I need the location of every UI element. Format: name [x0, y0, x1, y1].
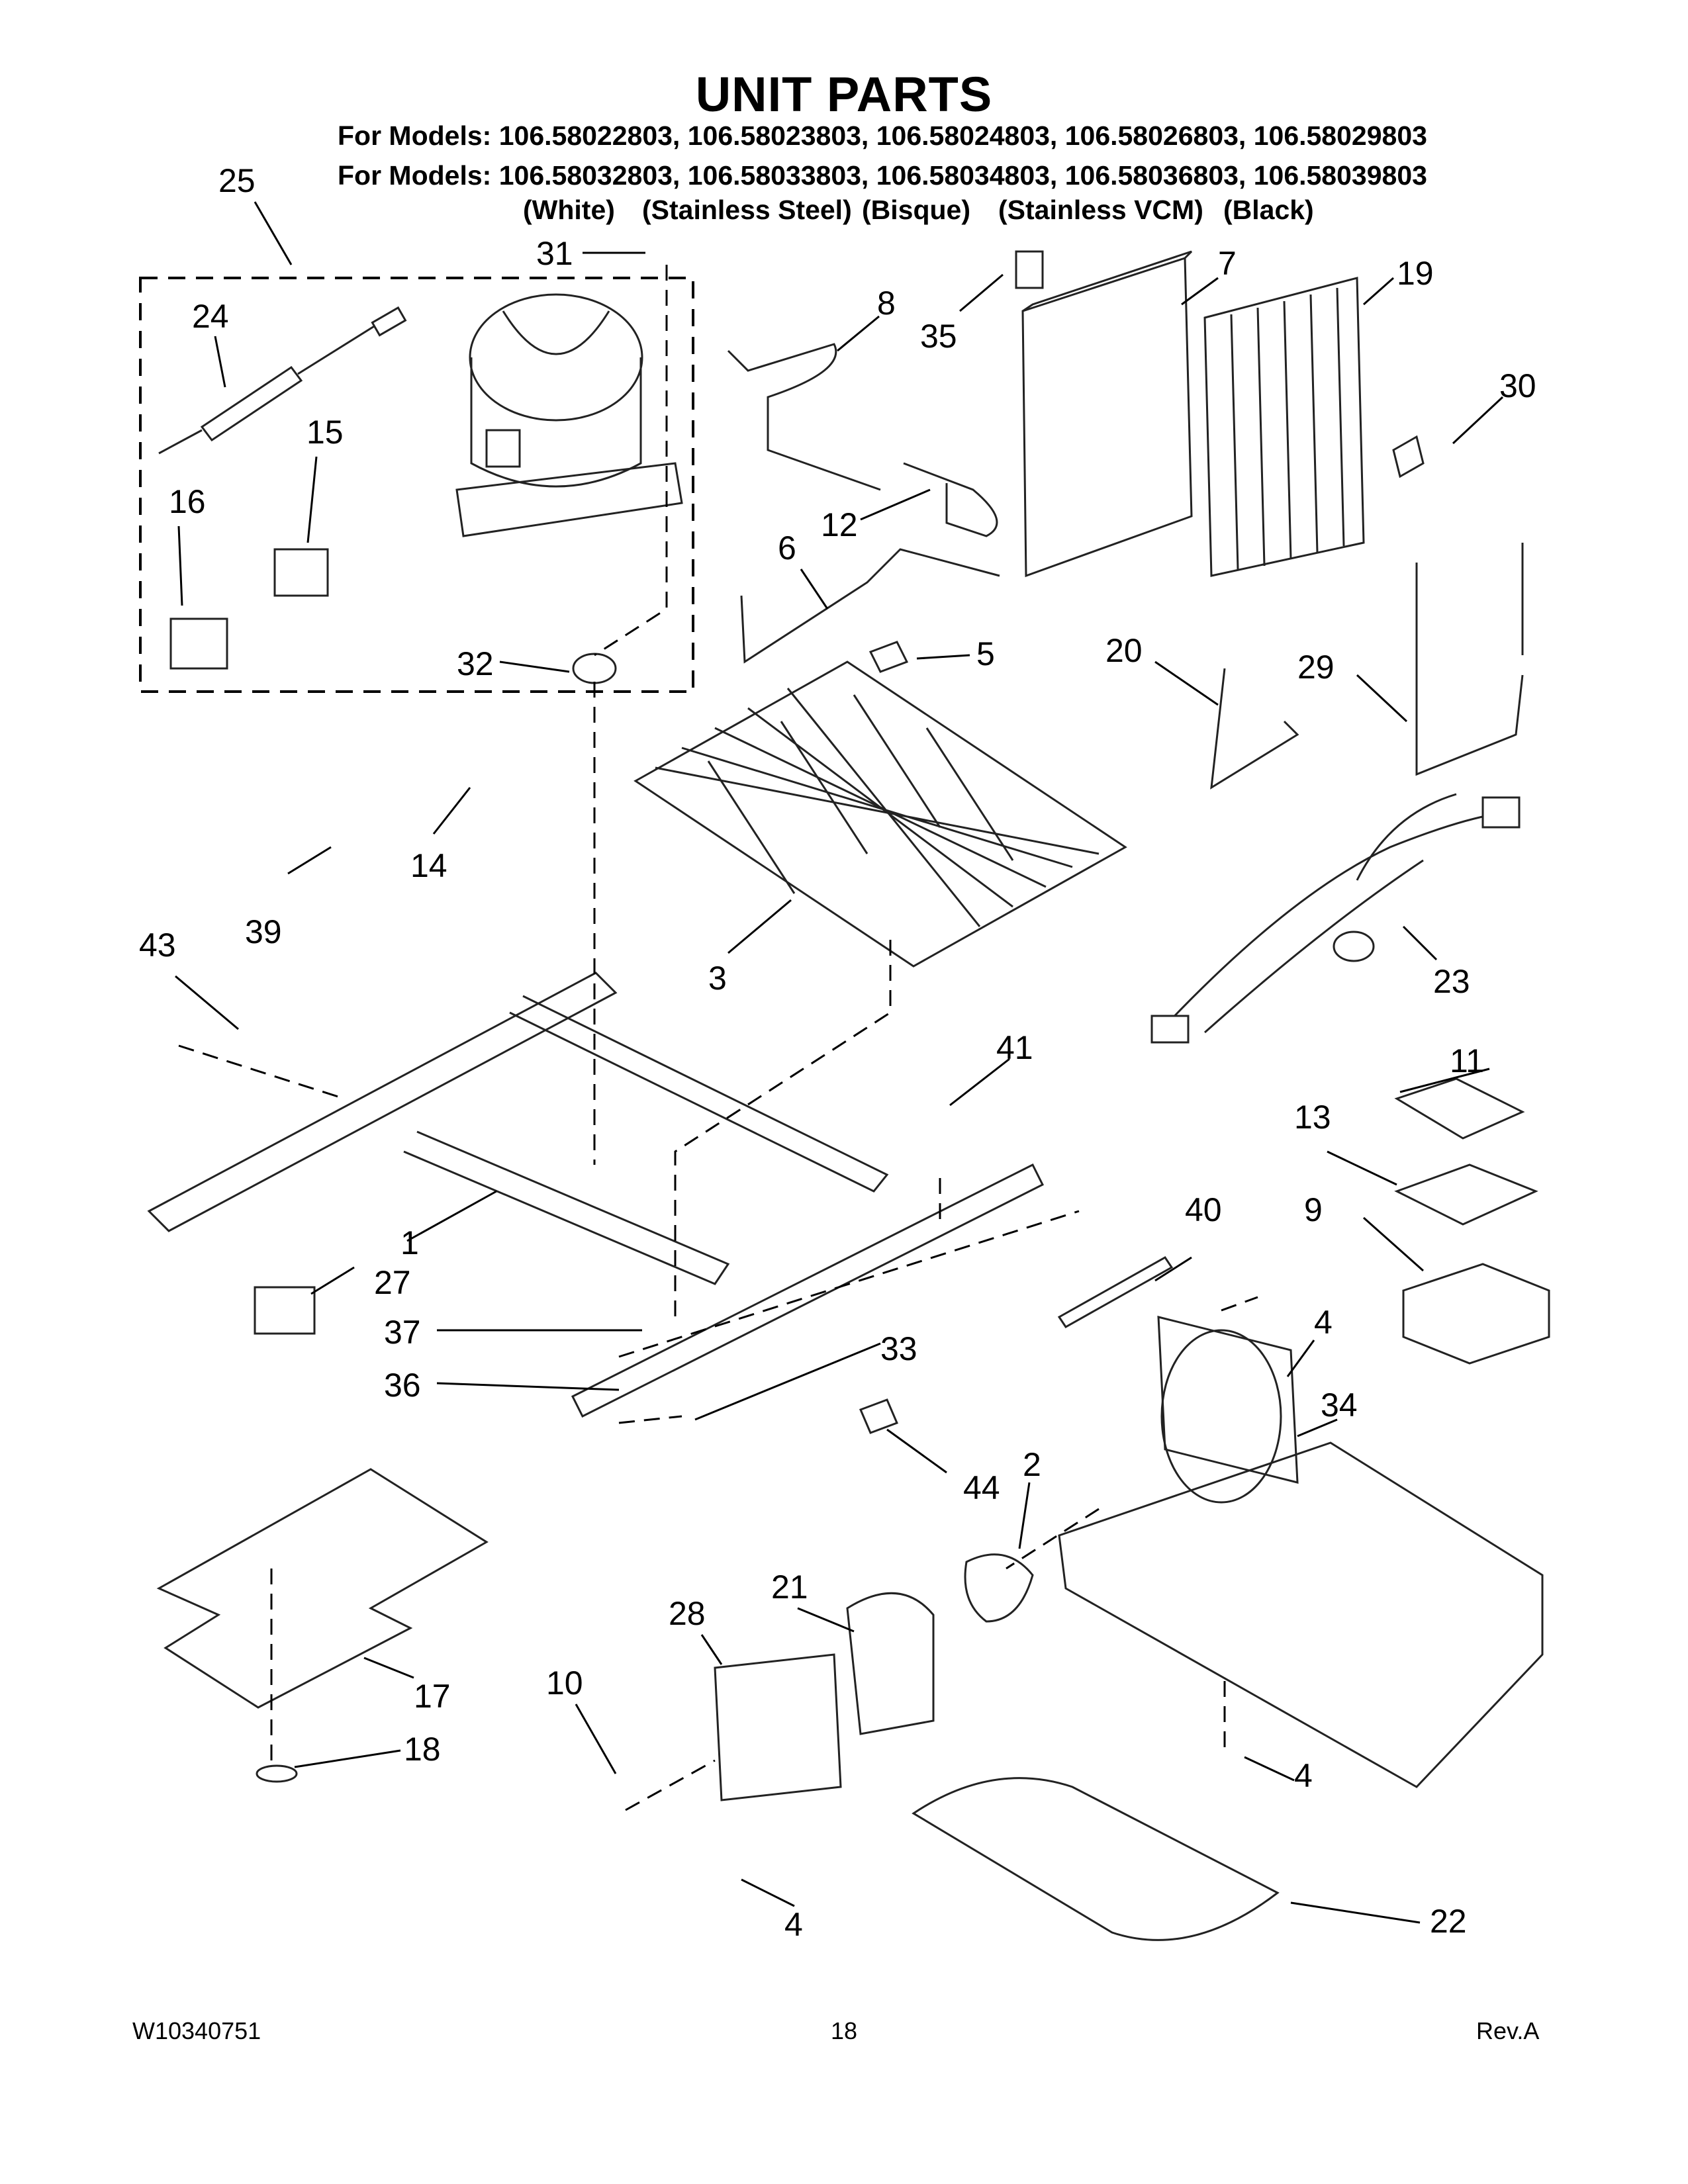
callout-17: 17 — [414, 1678, 451, 1715]
callout-33: 33 — [880, 1330, 917, 1367]
evaporator — [633, 660, 1127, 968]
callout-9: 9 — [1304, 1191, 1323, 1228]
callout-7: 7 — [1218, 245, 1237, 282]
page-title: UNIT PARTS — [695, 67, 993, 122]
callout-40: 40 — [1185, 1191, 1222, 1228]
finish-black: (Black) — [1223, 195, 1314, 225]
tube-part-6 — [740, 548, 1000, 664]
wire-part-20 — [1210, 668, 1299, 790]
callout-31: 31 — [536, 235, 573, 272]
revision: Rev.A — [1476, 2017, 1540, 2044]
callout-4-bottom: 4 — [784, 1906, 803, 1943]
callout-32: 32 — [457, 645, 494, 682]
callout-1: 1 — [400, 1224, 419, 1261]
cover-part-11 — [1394, 1077, 1525, 1140]
clip-part-35 — [1015, 250, 1044, 289]
models-line-1: For Models: 106.58022803, 106.58023803, … — [338, 120, 1427, 151]
callout-41: 41 — [996, 1029, 1033, 1066]
finish-stainless-vcm: (Stainless VCM) — [998, 195, 1203, 225]
callout-25: 25 — [218, 162, 256, 199]
control-board-part-13 — [1394, 1163, 1538, 1226]
callout-39: 39 — [245, 913, 282, 950]
callout-28: 28 — [669, 1595, 706, 1632]
callout-2: 2 — [1023, 1446, 1041, 1483]
base-pan — [1058, 1316, 1544, 1788]
wire-harness — [1150, 793, 1521, 1044]
callout-15: 15 — [306, 414, 344, 451]
models-line-2: For Models: 106.58032803, 106.58033803, … — [338, 160, 1427, 191]
base-frame — [147, 972, 1045, 1418]
control-box-part-9 — [1402, 1263, 1550, 1365]
callout-43: 43 — [139, 927, 176, 964]
compressor — [455, 293, 683, 537]
fan-motor — [846, 1592, 935, 1735]
callout-5: 5 — [976, 635, 995, 672]
strap-part-40 — [1057, 1256, 1174, 1328]
condenser-coil — [1203, 277, 1365, 577]
compressor-kit-box — [139, 277, 694, 693]
callout-36: 36 — [384, 1367, 421, 1404]
callout-23: 23 — [1433, 963, 1470, 1000]
callout-29: 29 — [1297, 649, 1335, 686]
screw-part-18 — [256, 1764, 298, 1783]
callout-labels: 25 31 24 15 16 32 8 35 7 19 30 12 6 5 20… — [139, 162, 1536, 1943]
callout-19: 19 — [1397, 255, 1434, 292]
callout-27: 27 — [374, 1264, 411, 1301]
leader-lines — [175, 201, 1504, 1924]
callout-20: 20 — [1105, 632, 1143, 669]
pad-part-1 — [254, 1286, 316, 1335]
callout-44: 44 — [963, 1469, 1000, 1506]
callout-8: 8 — [877, 285, 896, 322]
callout-18: 18 — [404, 1731, 441, 1768]
callout-13: 13 — [1294, 1099, 1331, 1136]
callout-6: 6 — [778, 529, 796, 567]
callout-16: 16 — [169, 483, 206, 520]
callout-22: 22 — [1430, 1903, 1467, 1940]
tube-part-8 — [727, 343, 881, 491]
callout-21: 21 — [771, 1569, 808, 1606]
overload-part — [169, 617, 228, 670]
callout-12: 12 — [821, 506, 858, 543]
callout-3: 3 — [708, 960, 727, 997]
insulation-part-17 — [156, 1468, 489, 1709]
spacer-part-44 — [859, 1398, 898, 1434]
page-number: 18 — [831, 2017, 858, 2044]
callout-30: 30 — [1499, 367, 1536, 404]
callout-34: 34 — [1321, 1387, 1358, 1424]
tube-part-12 — [903, 462, 998, 537]
tube-part-29 — [1415, 563, 1524, 776]
callout-4-top: 4 — [1314, 1304, 1333, 1341]
finish-stainless-steel: (Stainless Steel) — [642, 195, 852, 225]
callout-24: 24 — [192, 298, 229, 335]
callout-37: 37 — [384, 1314, 421, 1351]
callout-4-right: 4 — [1294, 1757, 1313, 1794]
callout-10: 10 — [546, 1664, 583, 1702]
callout-11: 11 — [1450, 1042, 1484, 1079]
relay-part — [273, 548, 329, 597]
grommet-part — [572, 653, 617, 684]
clip-part-30 — [1392, 435, 1425, 478]
document-number: W10340751 — [132, 2017, 261, 2044]
motor-bracket — [714, 1653, 842, 1801]
fan-blade — [964, 1553, 1034, 1623]
callout-35: 35 — [920, 318, 957, 355]
shroud-part — [1021, 256, 1193, 578]
callout-14: 14 — [410, 847, 447, 884]
dryer-part — [158, 306, 407, 455]
bracket-part-5 — [868, 641, 909, 673]
finish-white: (White) — [523, 195, 615, 225]
drain-pan — [912, 1777, 1280, 1941]
finish-bisque: (Bisque) — [862, 195, 970, 225]
